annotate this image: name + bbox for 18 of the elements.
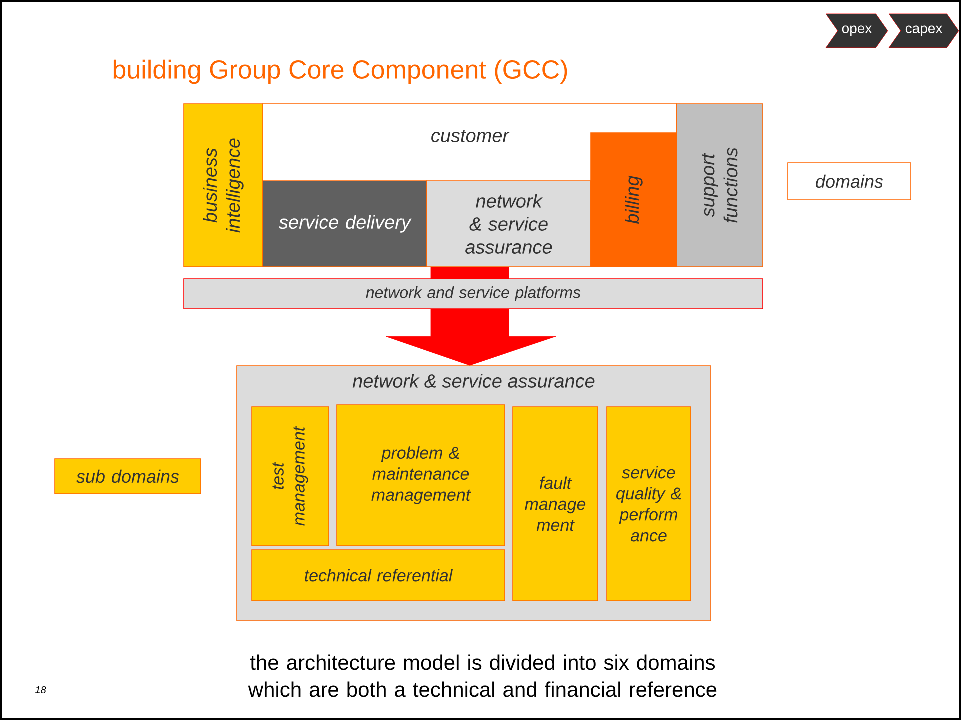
platform-bar: network and service platforms	[184, 278, 764, 310]
domain-box: support functions	[676, 104, 764, 268]
subdomain-box: test management	[252, 406, 330, 546]
page-number: 18	[35, 686, 46, 694]
title: building Group Core Component (GCC)	[114, 60, 568, 84]
legend-box: domains	[788, 162, 912, 200]
legend-box: sub domains	[54, 458, 202, 494]
caption: the architecture model is divided into six domains which are both a technical and financial reference	[248, 654, 717, 698]
subdomain-box: technical referential	[252, 550, 506, 602]
subdomain-box: problem & maintenance management	[336, 404, 506, 546]
chevron-tab: capex	[888, 14, 960, 48]
chevron-tab: opex	[826, 14, 888, 48]
domain-box: business intelligence	[184, 104, 264, 268]
subdomain-box: service quality & perform ance	[606, 406, 692, 602]
domain-box: network & service assurance	[426, 180, 592, 268]
domain-box: billing	[590, 132, 678, 268]
subdomain-box: fault manage ment	[512, 406, 598, 602]
domain-box: service delivery	[262, 180, 428, 268]
